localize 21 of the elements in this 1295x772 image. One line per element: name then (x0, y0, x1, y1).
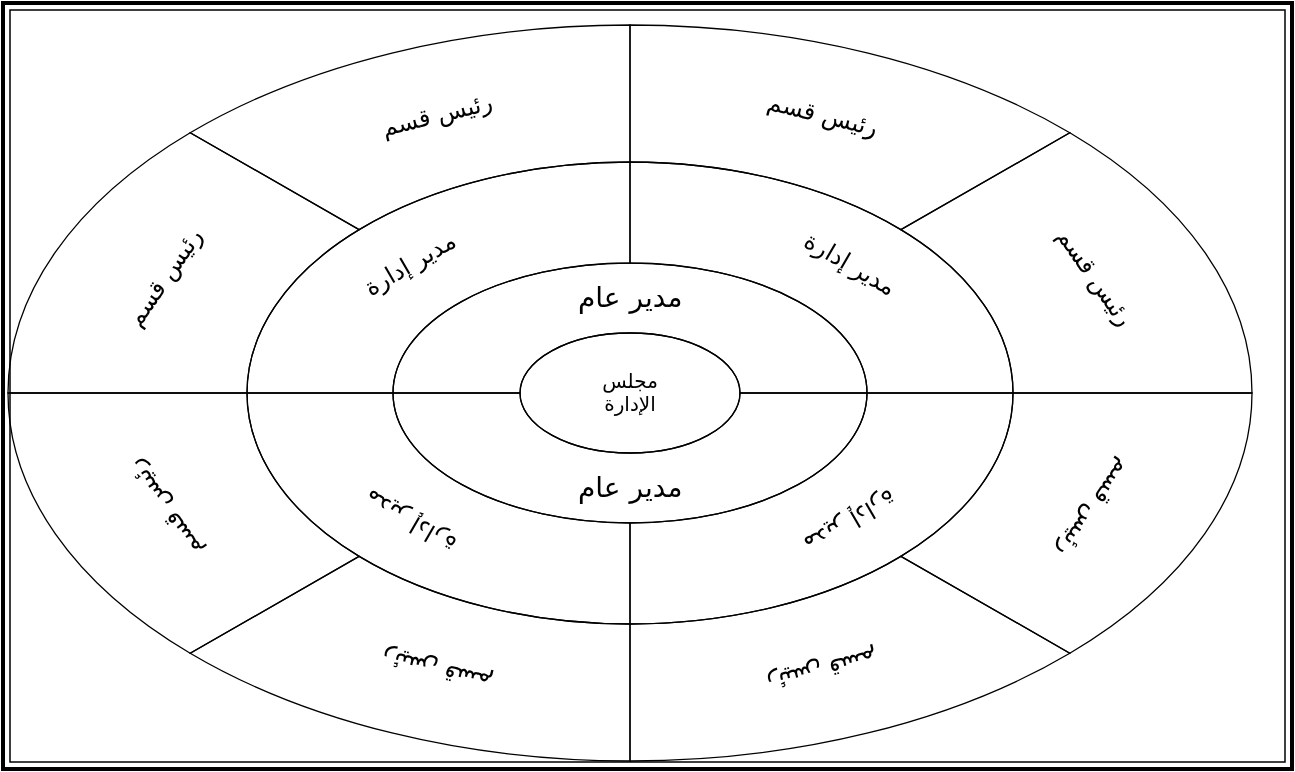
role-label: رئيس قسم (122, 453, 209, 562)
ring-segment (900, 393, 1252, 654)
role-label: مدير إدارة (798, 483, 900, 558)
role-label: مجلس الإدارة (601, 370, 659, 416)
role-label: مدير عام (578, 472, 683, 505)
role-label: مدير إدارة (360, 483, 462, 558)
role-label: رئيس قسم (379, 642, 496, 697)
ring-segment (8, 393, 360, 654)
role-label: رئيس قسم (764, 642, 881, 697)
role-label: رئيس قسم (379, 89, 496, 143)
role-label: رئيس قسم (764, 89, 881, 143)
ring-segment (630, 556, 1070, 761)
role-label: مدير إدارة (360, 227, 462, 303)
role-label: رئيس قسم (122, 224, 209, 333)
ring-segment (190, 556, 630, 761)
role-label: مدير إدارة (798, 227, 900, 303)
role-label: مدير عام (578, 282, 683, 315)
role-label: رئيس قسم (1050, 224, 1138, 333)
role-label: رئيس قسم (1050, 453, 1138, 562)
ring-segment (900, 132, 1252, 393)
ring-segment (8, 132, 360, 394)
